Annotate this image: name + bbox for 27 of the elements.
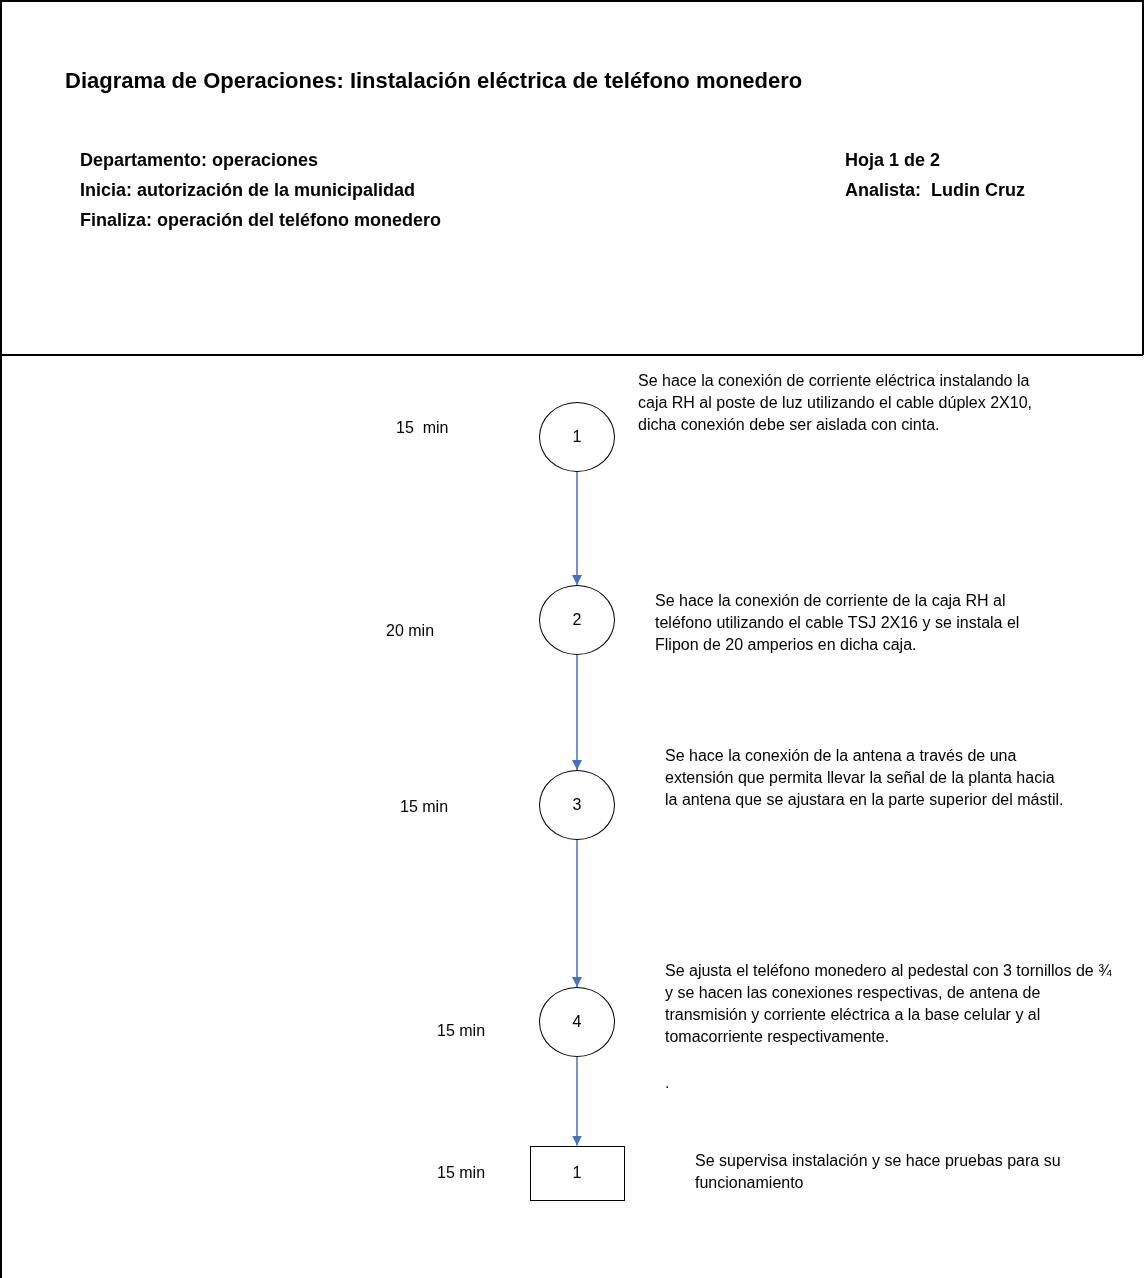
header-info: Finaliza: operación del teléfono monedero <box>80 210 442 231</box>
flow-arrow <box>572 654 582 771</box>
flow-arrow <box>572 471 582 586</box>
step-number: 1 <box>572 1164 582 1182</box>
duration-text: 15 min <box>437 1021 486 1041</box>
step-description: Se hace la conexión de corriente de la caja RH al teléfono utilizando el cable TSJ 2X16 y se instala el Flipon de 20 amperios en dicha caja. <box>655 591 1021 655</box>
step-description: Se hace la conexión de corriente eléctrica instalando la caja RH al poste de luz utilizando el cable dúplex 2X10, dicha conexión debe ser aislada con cinta. <box>638 371 1034 435</box>
duration-text: 15 min <box>437 1163 486 1183</box>
duration-text: 20 min <box>386 621 435 641</box>
step-description: Se ajusta el teléfono monedero al pedestal con 3 tornillos de ¾ y se hacen las conexiones respectivas, de antena de transmisión y corriente eléctrica a la base celular y al tomacorriente respectivamente. <box>665 961 1113 1047</box>
header-info: Departamento: operaciones <box>80 150 319 171</box>
header-info: Inicia: autorización de la municipalidad <box>80 180 416 201</box>
step-number: 4 <box>572 1013 582 1031</box>
step-description: Se supervisa instalación y se hace pruebas para su funcionamiento <box>695 1151 1062 1193</box>
diagram-title: Diagrama de Operaciones: Iinstalación eléctrica de teléfono monedero <box>65 68 803 94</box>
duration-text: 15 min <box>400 797 449 817</box>
inspection-box <box>529 1145 625 1201</box>
step-number: 1 <box>572 428 582 446</box>
flow-arrow <box>572 839 582 988</box>
step-number: 2 <box>572 611 582 629</box>
header-info: Hoja 1 de 2 <box>845 150 941 171</box>
step-description: . <box>665 1073 670 1093</box>
step-number: 3 <box>572 796 582 814</box>
step-description: Se hace la conexión de la antena a través de una extensión que permita llevar la señal de la planta hacia la antena que se ajustara en la parte superior del mástil. <box>665 746 1065 810</box>
duration-text: 15 min <box>396 418 449 438</box>
header-info: Analista: Ludin Cruz <box>845 180 1025 201</box>
flow-arrow <box>572 1056 582 1147</box>
